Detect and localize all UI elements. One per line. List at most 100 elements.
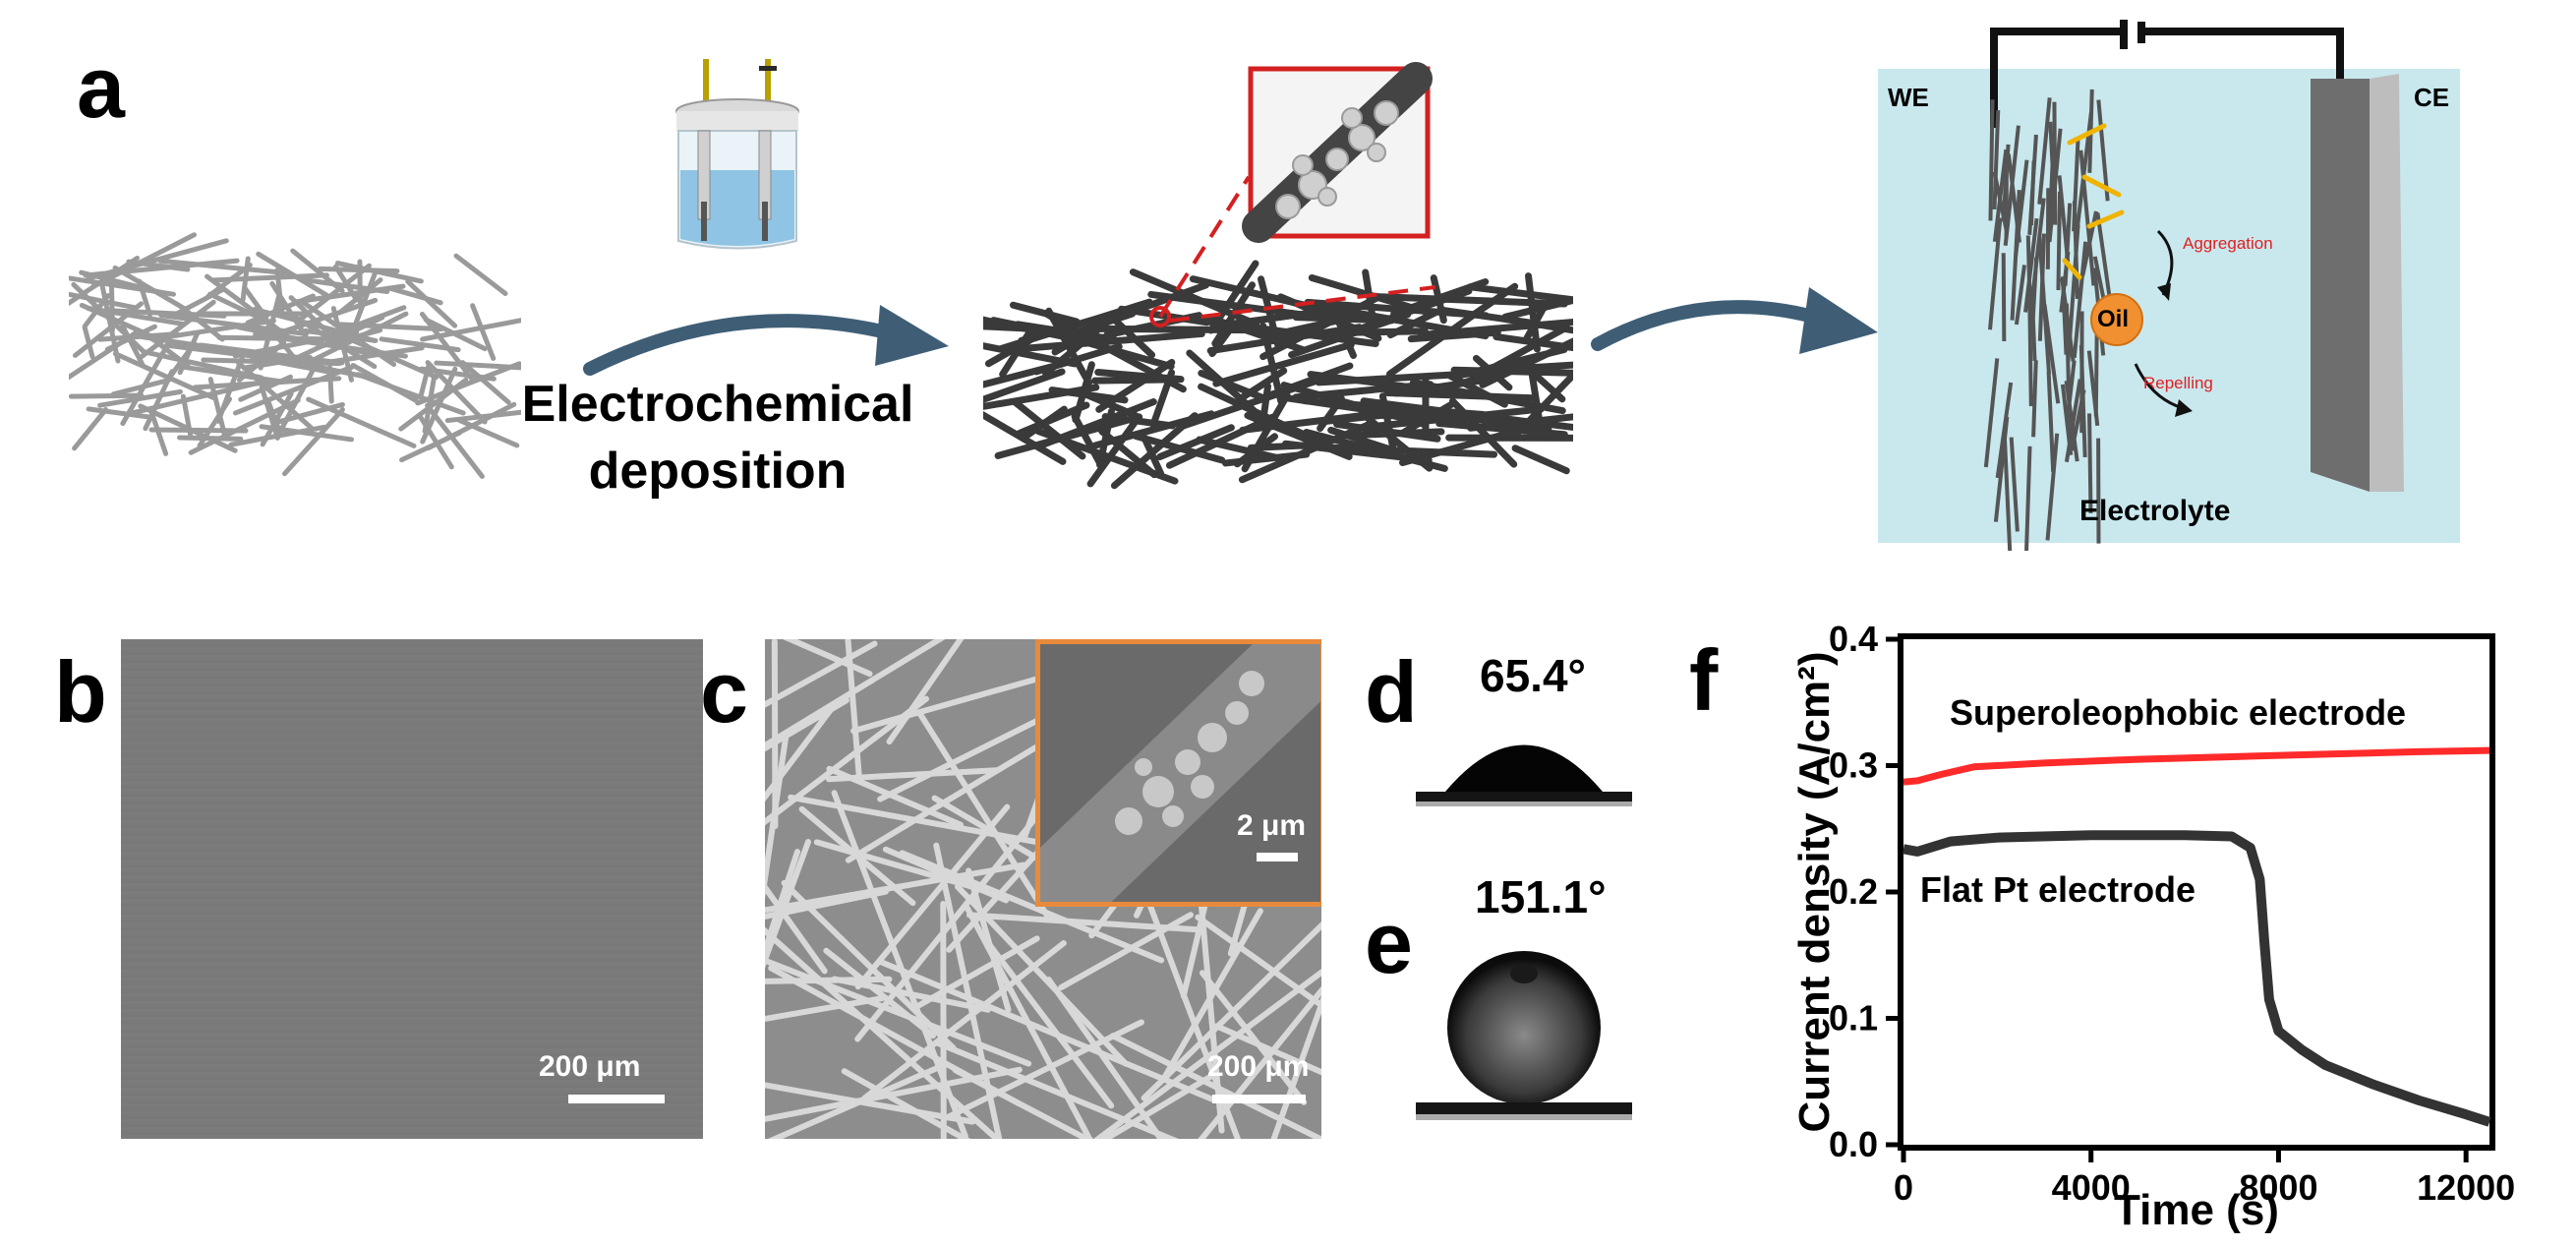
fiber	[2042, 304, 2061, 404]
fiber	[1129, 268, 1260, 328]
fiber	[1089, 337, 1187, 393]
fiber	[1096, 407, 1115, 469]
fiber	[265, 323, 299, 363]
fiber	[1045, 977, 1165, 1139]
fiber	[765, 882, 828, 975]
fiber	[192, 376, 342, 390]
fiber	[355, 372, 466, 416]
x-tick-label: 4000	[2052, 1167, 2131, 1208]
fiber	[2087, 413, 2093, 513]
fiber	[940, 901, 947, 1139]
fiber	[228, 424, 327, 447]
fiber	[877, 958, 1218, 1103]
fiber	[2006, 153, 2021, 243]
fiber	[85, 305, 185, 327]
fiber	[1466, 283, 1573, 304]
pristine-fiber-mat-image	[69, 232, 521, 479]
fiber	[418, 362, 432, 399]
fiber	[854, 803, 1011, 990]
fiber	[148, 427, 249, 434]
fiber	[1292, 381, 1434, 401]
magnified-fiber-inset	[1158, 62, 1435, 323]
fiber	[1075, 387, 1140, 420]
fiber	[139, 334, 248, 355]
fiber	[2095, 212, 2113, 303]
fiber	[72, 407, 109, 451]
fiber	[813, 839, 983, 892]
y-tick-label: 0.1	[1829, 998, 1878, 1039]
fiber	[420, 318, 521, 342]
fiber	[1435, 420, 1568, 439]
fiber	[1071, 413, 1103, 467]
fiber	[983, 368, 1066, 403]
fiber	[915, 709, 1050, 918]
fiber	[318, 327, 383, 349]
y-tick-label: 0.2	[1829, 871, 1878, 912]
fiber	[306, 396, 417, 448]
fiber	[1995, 382, 2014, 479]
fiber	[1238, 419, 1377, 484]
fiber	[1198, 985, 1321, 1139]
fiber	[2009, 437, 2020, 532]
fiber	[233, 364, 355, 416]
fiber	[2045, 433, 2060, 541]
fiber	[2096, 99, 2110, 202]
oil-repelling-cell-diagram	[1878, 20, 2460, 551]
fiber	[69, 275, 176, 297]
fiber	[2002, 433, 2013, 551]
fiber	[765, 849, 801, 960]
fiber	[1988, 99, 1995, 221]
fiber-sem-image: 2 μm 200 μm	[765, 639, 1321, 1139]
electrochemical-cell-icon	[675, 59, 799, 250]
fiber	[470, 303, 497, 361]
fiber	[460, 360, 511, 405]
fiber	[425, 360, 488, 425]
fiber	[1333, 420, 1441, 443]
fiber	[163, 342, 284, 363]
series-label-superoleophobic: Superoleophobic electrode	[1950, 692, 2406, 733]
fiber	[334, 261, 424, 284]
fiber	[2093, 328, 2099, 417]
fiber	[1467, 413, 1573, 432]
fiber	[201, 357, 342, 367]
fiber	[330, 306, 354, 383]
fiber	[398, 377, 469, 432]
fiber	[1212, 341, 1355, 387]
fiber	[69, 291, 140, 311]
fiber	[293, 283, 406, 305]
fiber	[1244, 411, 1353, 460]
fiber	[456, 417, 520, 448]
fiber	[1196, 436, 1283, 462]
fiber	[983, 411, 1067, 465]
fiber	[143, 369, 175, 432]
fiber	[138, 403, 238, 453]
fiber	[120, 324, 146, 368]
fiber	[899, 850, 1165, 964]
fiber	[765, 957, 1032, 1067]
x-tick-label: 8000	[2239, 1167, 2317, 1208]
process-arrow-2	[1591, 287, 1878, 354]
fiber	[983, 362, 1061, 388]
fiber	[180, 305, 225, 342]
fiber	[2072, 201, 2079, 300]
fiber	[1090, 376, 1169, 385]
fiber	[1392, 376, 1494, 397]
electrolyte-label: Electrolyte	[2079, 495, 2231, 527]
scale-text-b: 200 μm	[539, 1050, 641, 1083]
fiber	[207, 377, 227, 437]
fiber	[767, 1062, 947, 1139]
fiber	[1009, 301, 1081, 326]
fiber	[337, 277, 383, 315]
fiber	[453, 253, 508, 296]
fiber	[765, 976, 893, 984]
fiber	[952, 1067, 1093, 1139]
scale-bar-b	[568, 1095, 665, 1103]
fiber	[2029, 160, 2036, 226]
fiber	[415, 361, 521, 406]
fiber	[1207, 260, 1259, 334]
fiber	[1197, 884, 1225, 1134]
fiber	[86, 406, 155, 420]
fiber	[215, 350, 247, 424]
series-line-flat-pt	[1903, 830, 2491, 1127]
fiber	[990, 317, 1080, 341]
